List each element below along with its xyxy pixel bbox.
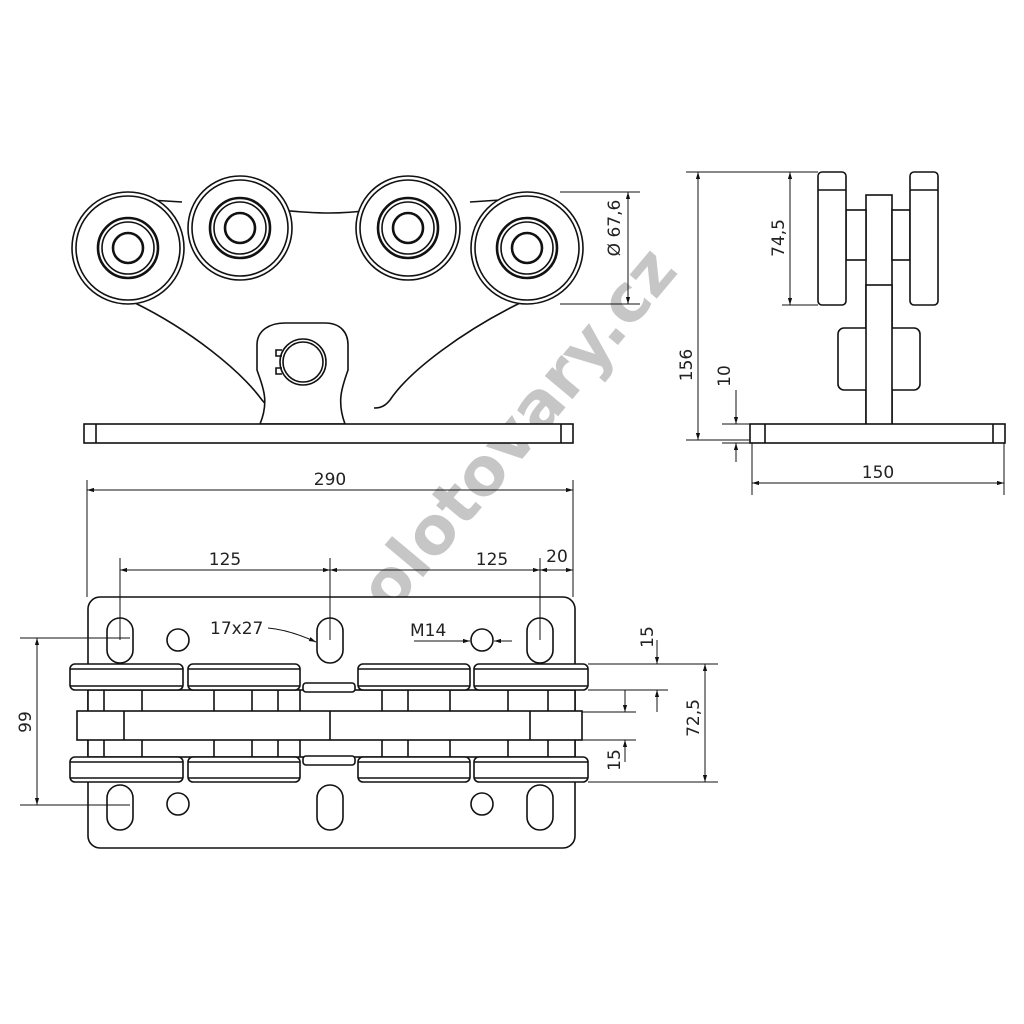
dim-plate-thickness: 10	[715, 365, 735, 387]
front-view: Ø 67,6	[71, 175, 640, 444]
side-wheel	[909, 171, 939, 306]
dim-slot-row-distance: 99	[16, 711, 36, 733]
wheel	[470, 191, 584, 305]
hub	[891, 209, 911, 261]
side-view: 156 74,5 10 150	[677, 171, 1006, 495]
axle-ring-inner	[282, 341, 324, 383]
dim-wheel-diameter: Ø 67,6	[605, 200, 625, 257]
dim-edge-offset: 20	[546, 547, 568, 567]
side-base-plate	[749, 423, 1006, 444]
wheel	[355, 175, 461, 281]
base-plate	[83, 423, 574, 444]
axle-ring	[279, 338, 327, 386]
roller-row-bottom	[69, 756, 589, 783]
dim-mid-gap: 15	[605, 749, 625, 771]
dim-hole-spacing-1: 125	[209, 550, 241, 570]
post	[865, 284, 893, 426]
axle-bracket	[256, 322, 349, 425]
extension-lines	[582, 663, 718, 783]
plate-chamfer	[764, 424, 994, 443]
axle-frame	[76, 682, 583, 766]
top-view: 290 125 125 20 17x27 M14	[16, 470, 718, 849]
hub	[845, 209, 867, 261]
plate-chamfer	[95, 424, 562, 443]
label-thread: M14	[410, 621, 446, 641]
label-slot-size: 17x27	[210, 619, 263, 639]
extension-lines	[20, 480, 574, 806]
side-wheel	[817, 171, 847, 306]
dim-plate-length: 290	[314, 470, 346, 490]
body-right-curve	[373, 302, 521, 409]
dim-total-height: 156	[677, 349, 697, 381]
wheel	[187, 175, 293, 281]
threaded-holes	[166, 628, 494, 816]
roller-row-top	[69, 663, 589, 691]
circlip-ears	[275, 349, 282, 375]
dim-top-gap: 15	[638, 626, 658, 648]
wheel	[71, 191, 185, 305]
leader-line	[267, 627, 317, 643]
dim-wheel-height: 74,5	[769, 219, 789, 257]
dim-hole-spacing-2: 125	[476, 550, 508, 570]
dim-plate-width: 150	[862, 463, 894, 483]
dim-roller-span: 72,5	[684, 699, 704, 737]
slots	[106, 617, 554, 831]
